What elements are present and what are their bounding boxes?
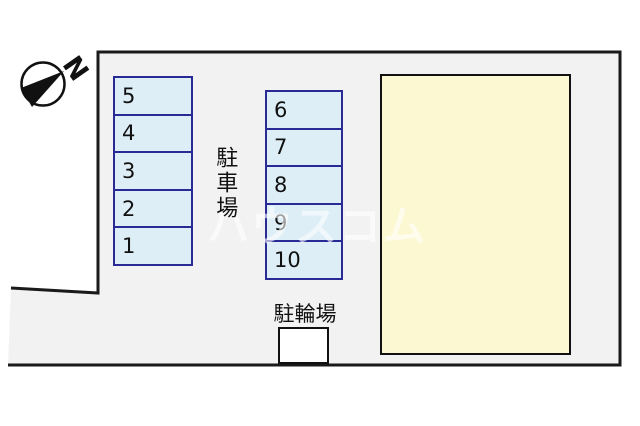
- stall-number: 9: [274, 210, 288, 235]
- parking-stall: 4: [115, 115, 191, 154]
- bicycle-parking-area: [278, 327, 329, 364]
- parking-column-right: 6 7 8 9 10: [265, 90, 343, 280]
- stall-number: 5: [122, 83, 136, 108]
- stall-number: 6: [274, 97, 288, 122]
- stall-number: 4: [122, 121, 136, 146]
- compass-needle-icon: [21, 71, 64, 107]
- parking-column-left: 5 4 3 2 1: [113, 76, 193, 266]
- parking-stall: 8: [267, 167, 341, 205]
- bicycle-parking-label: 駐輪場: [273, 302, 337, 326]
- parking-stall: 9: [267, 204, 341, 243]
- stall-number: 10: [274, 248, 301, 273]
- compass-circle: [20, 61, 66, 107]
- building-footprint: [380, 74, 571, 355]
- stall-number: 3: [122, 158, 136, 183]
- parking-stall: 3: [115, 153, 191, 191]
- parking-stall: 5: [115, 78, 191, 116]
- site-boundary-line: [8, 50, 622, 367]
- parking-stall: 10: [267, 242, 341, 278]
- stall-number: 1: [122, 234, 136, 259]
- parking-stall: 6: [267, 92, 341, 130]
- stall-number: 2: [122, 196, 136, 221]
- stall-number: 7: [274, 135, 288, 160]
- stall-number: 8: [274, 172, 288, 197]
- parking-area-label: 駐車場: [212, 146, 238, 221]
- parking-stall: 2: [115, 190, 191, 229]
- compass-north-label: N: [56, 51, 94, 87]
- parking-stall: 7: [267, 129, 341, 168]
- parking-stall: 1: [115, 228, 191, 264]
- compass: N: [20, 51, 94, 107]
